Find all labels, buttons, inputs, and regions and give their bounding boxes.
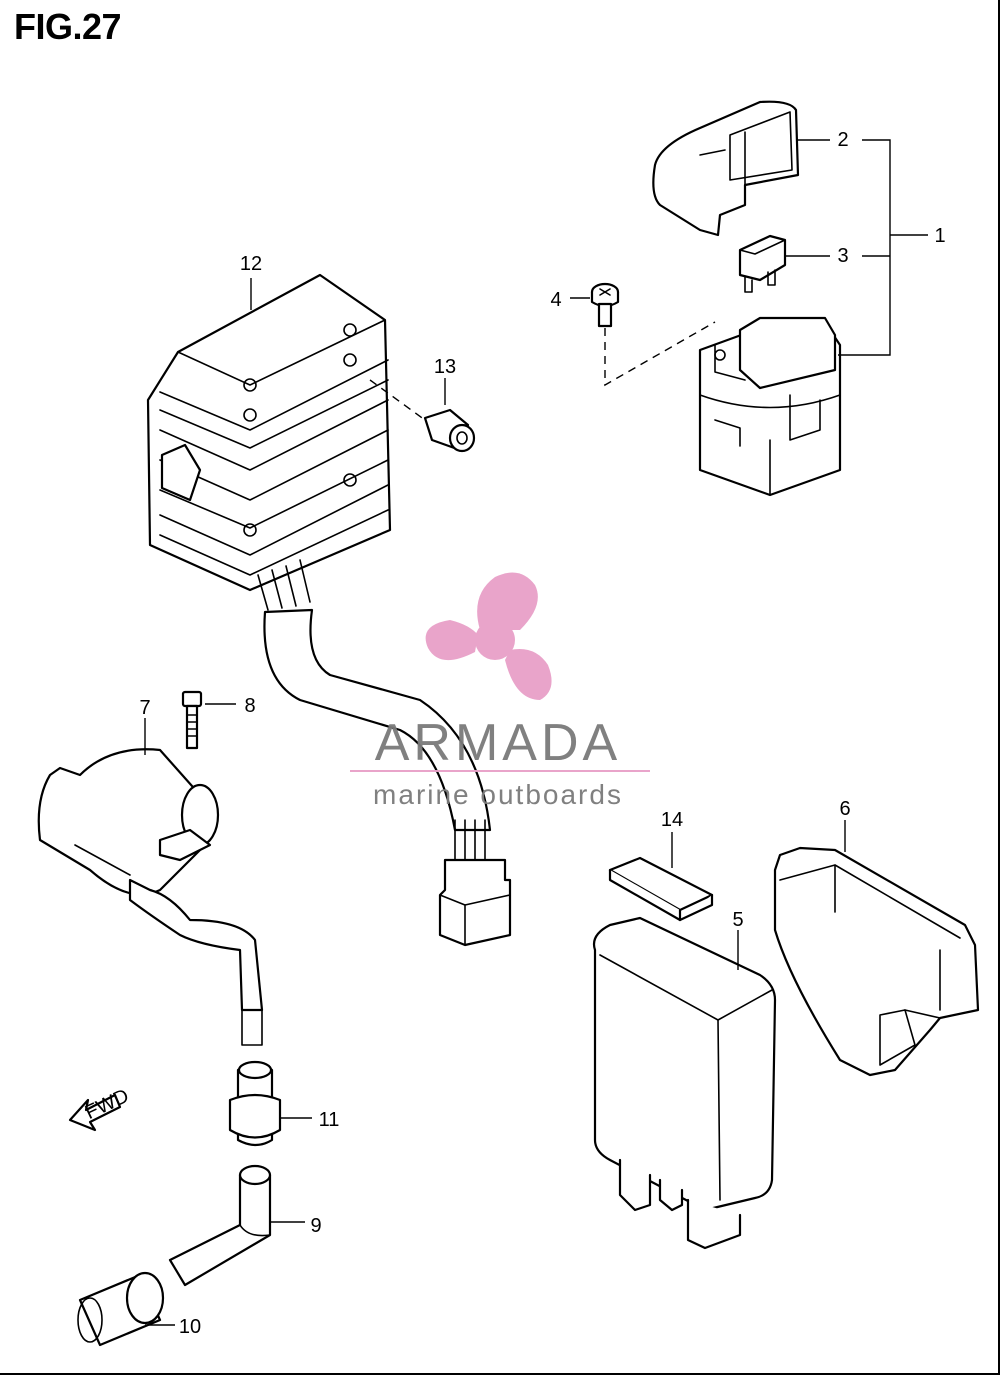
- callout-label-7: 7: [139, 697, 150, 719]
- part-10-plug-cap: [77, 1271, 165, 1347]
- part-9-elbow-boot: [168, 1164, 272, 1287]
- watermark-brand: ARMADA: [375, 714, 621, 772]
- part-13-bolt: [423, 408, 476, 453]
- part-12-regulator-rectifier: [146, 273, 392, 592]
- part-5-cdi-unit: [592, 916, 777, 1250]
- callout-label-11: 11: [319, 1109, 340, 1131]
- leader-dashed-13: [369, 379, 426, 421]
- armada-watermark: ARMADA marine outboards: [350, 572, 650, 810]
- callout-label-14: 14: [661, 809, 683, 831]
- callout-label-8: 8: [244, 695, 255, 717]
- watermark-tagline: marine outboards: [373, 779, 623, 810]
- part-12-wire-harness: [257, 559, 512, 947]
- callout-label-3: 3: [837, 245, 848, 267]
- propeller-logo-icon: [425, 572, 552, 700]
- callout-label-5: 5: [732, 909, 743, 931]
- callout-label-1: 1: [934, 225, 945, 247]
- callout-label-9: 9: [310, 1215, 321, 1237]
- part-11-cap: [228, 1060, 282, 1147]
- figure-title: FIG.27: [14, 6, 122, 47]
- callout-label-2: 2: [837, 129, 848, 151]
- callout-label-13: 13: [434, 356, 456, 378]
- callout-label-4: 4: [550, 289, 561, 311]
- part-2-relay-cover: [652, 100, 800, 237]
- part-14-pad: [608, 856, 714, 922]
- leader-dashed-4: [604, 321, 716, 387]
- fwd-direction-arrow-icon: FWD: [68, 1085, 133, 1132]
- part-4-screw: [590, 282, 620, 328]
- callout-label-10: 10: [179, 1316, 201, 1338]
- part-6-case: [773, 846, 980, 1077]
- part-8-bolt: [181, 690, 203, 750]
- callout-label-6: 6: [839, 798, 850, 820]
- fwd-label: FWD: [82, 1085, 133, 1124]
- callout-bracket-1: [570, 139, 928, 356]
- part-1-starter-relay: [698, 316, 842, 497]
- part-3-fuse: [738, 234, 787, 293]
- callout-label-12: 12: [240, 253, 262, 275]
- part-7-ignition-coil: [37, 748, 264, 1046]
